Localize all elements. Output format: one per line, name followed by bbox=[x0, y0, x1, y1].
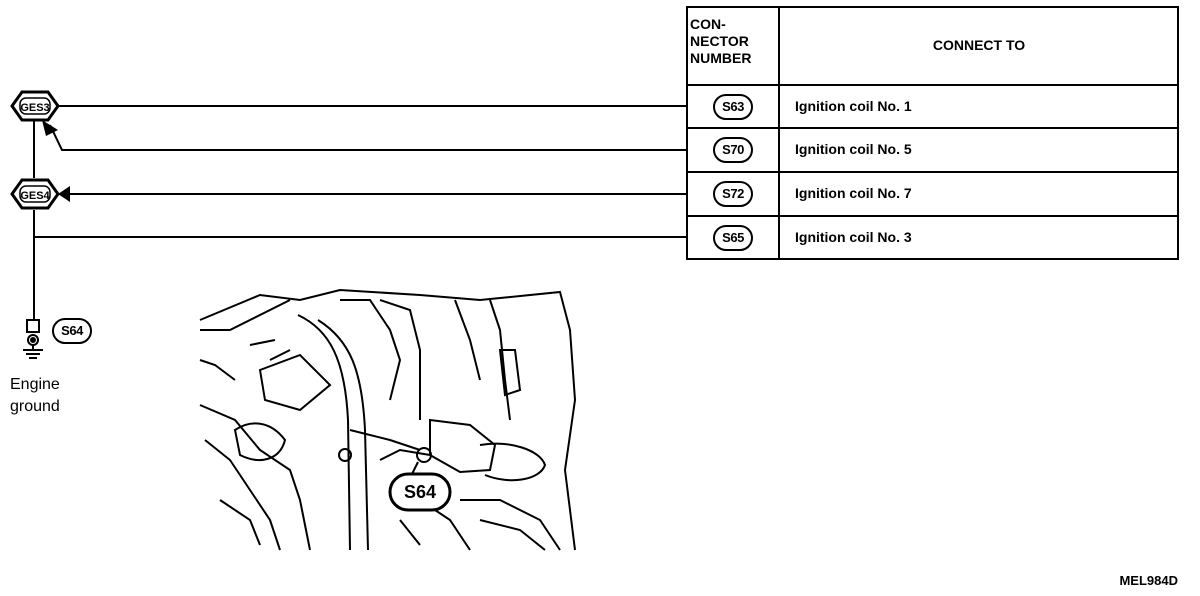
connector-table-grid bbox=[686, 6, 1179, 260]
row-label-4: Ignition coil No. 3 bbox=[795, 229, 912, 245]
arrow-up-icon bbox=[42, 120, 58, 136]
photo-callout-s64: S64 bbox=[388, 461, 452, 512]
header-connector-number: CON- NECTOR NUMBER bbox=[690, 16, 752, 66]
row-label-2: Ignition coil No. 5 bbox=[795, 141, 912, 157]
ground-icon bbox=[23, 319, 43, 359]
connector-s63: S63 bbox=[713, 94, 753, 120]
wires bbox=[33, 105, 687, 320]
ground-label: Engine ground bbox=[10, 376, 60, 415]
junction-ges4: GES4 bbox=[10, 178, 60, 210]
row-label-1: Ignition coil No. 1 bbox=[795, 98, 912, 114]
connector-s70: S70 bbox=[713, 137, 753, 163]
arrow-left-icon bbox=[58, 186, 70, 202]
connector-s65: S65 bbox=[713, 225, 753, 251]
row-label-3: Ignition coil No. 7 bbox=[795, 185, 912, 201]
engine-bay-illustration bbox=[199, 288, 577, 551]
junction-ges3-label: GES3 bbox=[20, 102, 49, 114]
ground-connector-s64: S64 bbox=[52, 318, 92, 344]
junction-ges3: GES3 bbox=[10, 90, 60, 122]
connector-s72: S72 bbox=[713, 181, 753, 207]
junction-ges4-label: GES4 bbox=[20, 190, 50, 202]
photo-callout-label: S64 bbox=[404, 482, 436, 502]
header-connect-to: CONNECT TO bbox=[932, 37, 1026, 53]
figure-code: MEL984D bbox=[1119, 573, 1178, 588]
